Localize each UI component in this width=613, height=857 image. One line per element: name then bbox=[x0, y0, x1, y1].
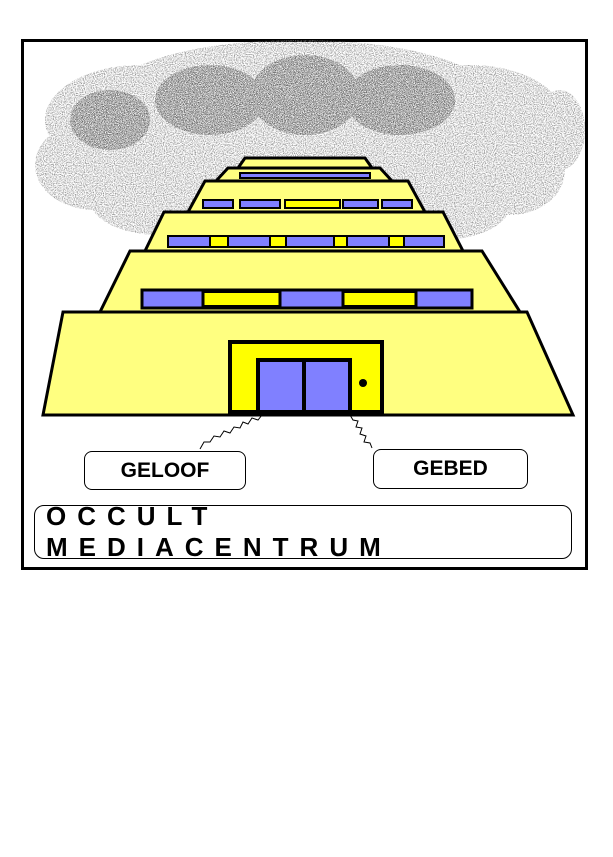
gebed-label: GEBED bbox=[373, 449, 528, 489]
title-banner: OCCULT MEDIACENTRUM bbox=[34, 501, 572, 562]
picture-frame bbox=[21, 39, 588, 570]
geloof-label: GELOOF bbox=[84, 451, 246, 490]
